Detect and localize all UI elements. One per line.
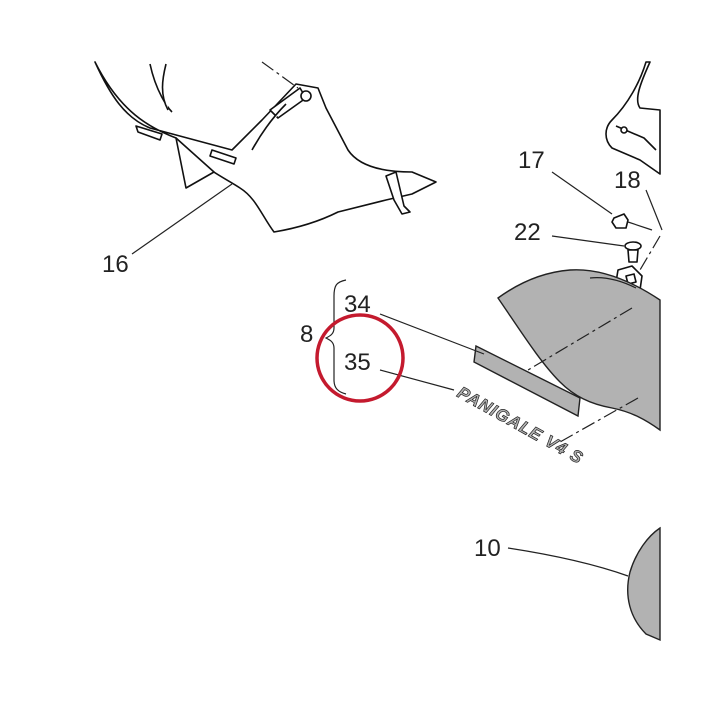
assembly-lines (261, 61, 661, 443)
callout-17: 17 (518, 147, 545, 174)
part-10-fairing (627, 526, 661, 642)
screw-22 (624, 241, 642, 263)
callout-35: 35 (344, 349, 371, 376)
callout-16: 16 (102, 251, 129, 278)
screw-17 (611, 213, 653, 231)
callout-18: 18 (614, 167, 641, 194)
decal-34-stripe (473, 344, 581, 418)
side-panel-grey (497, 269, 661, 432)
frame-fragment-top-right (605, 61, 661, 175)
callout-8: 8 (300, 321, 313, 348)
leader-lines (131, 171, 663, 577)
part-10-shape (627, 526, 661, 642)
side-panel-shape (497, 269, 661, 432)
callout-10: 10 (474, 535, 501, 562)
decal-34-shape (473, 344, 581, 418)
group-bracket-8 (324, 279, 347, 395)
part-16-fairing-bracket (94, 61, 437, 233)
callout-22: 22 (514, 219, 541, 246)
highlight-circle (315, 313, 405, 403)
